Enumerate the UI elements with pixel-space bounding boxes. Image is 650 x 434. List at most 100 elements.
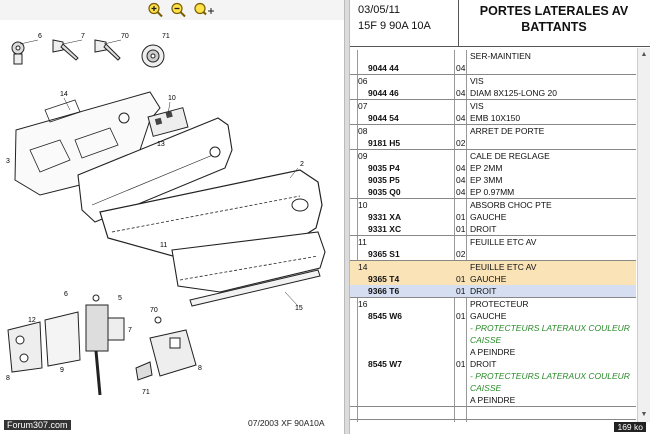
- header-date: 03/05/11: [358, 4, 401, 16]
- callout-71b: 71: [142, 389, 150, 396]
- callout-6b: 6: [64, 291, 68, 298]
- cell-part-number: 8545 W6: [368, 311, 403, 321]
- parts-row[interactable]: 14 FEUILLE ETC AV: [350, 260, 636, 273]
- parts-header: 03/05/11 15F 9 90A 10A PORTES LATERALES …: [350, 0, 650, 47]
- cell-part-number: 9365 T4: [368, 274, 400, 284]
- scroll-up-icon[interactable]: ▲: [640, 51, 648, 58]
- callout-15: 15: [295, 305, 303, 312]
- cell-part-number: 9035 P5: [368, 175, 400, 185]
- cell-description: SER-MAINTIEN: [470, 51, 531, 61]
- cell-description: DIAM 8X125-LONG 20: [470, 88, 557, 98]
- door-shell-front: [77, 117, 233, 223]
- cell-description: - PROTECTEURS LATERAUX COULEUR: [470, 323, 630, 333]
- zoom-in-button[interactable]: [147, 2, 164, 18]
- scroll-down-icon[interactable]: ▼: [640, 411, 648, 418]
- lower-door-skin: [171, 231, 326, 293]
- zoom-in-icon: [148, 2, 163, 18]
- cell-description: EP 0.97MM: [470, 187, 515, 197]
- cell-description: GAUCHE: [470, 274, 507, 284]
- callout-2: 2: [300, 161, 304, 168]
- site-label: Forum307.com: [4, 420, 71, 430]
- cell-description: GAUCHE: [470, 212, 507, 222]
- cell-quantity: 01: [456, 311, 466, 321]
- file-size-badge: 169 ko: [614, 422, 646, 432]
- cell-part-number: 8545 W7: [368, 359, 403, 369]
- cell-ref-number: 09: [358, 151, 368, 161]
- parts-scrollbar[interactable]: ▲ ▼: [637, 48, 650, 422]
- parts-row[interactable]: 9365 T4 01 GAUCHE: [350, 273, 636, 285]
- cell-ref-number: 06: [358, 76, 368, 86]
- parts-row[interactable]: 8545 W7 01 DROIT: [350, 358, 636, 370]
- callout-70b: 70: [150, 307, 158, 314]
- cell-description: CAISSE: [470, 335, 502, 345]
- cell-quantity: 01: [456, 224, 466, 234]
- cell-description: VIS: [470, 76, 484, 86]
- parts-row[interactable]: [350, 406, 636, 419]
- cell-description: CAISSE: [470, 383, 502, 393]
- cell-quantity: 04: [456, 163, 466, 173]
- panel-divider[interactable]: [344, 0, 350, 434]
- zoom-out-button[interactable]: [170, 2, 187, 18]
- cell-part-number: 9366 T6: [368, 286, 400, 296]
- header-code: 15F 9 90A 10A: [358, 20, 431, 32]
- column-divider: [466, 50, 467, 422]
- parts-row[interactable]: CAISSE: [350, 334, 636, 346]
- cell-quantity: 04: [456, 88, 466, 98]
- cell-ref-number: 14: [358, 262, 368, 272]
- exploded-parts-diagram[interactable]: 6 7 70 71: [0, 20, 344, 420]
- cell-description: ARRET DE PORTE: [470, 126, 545, 136]
- callout-11: 11: [160, 242, 167, 249]
- zoom-move-button[interactable]: [193, 2, 215, 18]
- parts-row[interactable]: 06 VIS: [350, 74, 636, 87]
- callout-6: 6: [38, 33, 42, 40]
- parts-row[interactable]: A PEINDRE: [350, 394, 636, 406]
- callout-10: 10: [168, 95, 176, 102]
- parts-row[interactable]: A PEINDRE: [350, 346, 636, 358]
- hinge-assembly: [7, 294, 125, 396]
- cell-description: FEUILLE ETC AV: [470, 262, 537, 272]
- cell-description: PROTECTEUR: [470, 299, 529, 309]
- cell-description: - PROTECTEURS LATERAUX COULEUR: [470, 371, 630, 381]
- callout-3: 3: [6, 158, 10, 165]
- parts-row[interactable]: - PROTECTEURS LATERAUX COULEUR: [350, 370, 636, 382]
- callout-71: 71: [162, 33, 170, 40]
- cell-description: DROIT: [470, 286, 497, 296]
- parts-row[interactable]: CAISSE: [350, 382, 636, 394]
- cell-part-number: 9035 P4: [368, 163, 400, 173]
- column-divider: [454, 50, 455, 422]
- callout-8b: 8: [198, 365, 202, 372]
- cell-quantity: 01: [456, 359, 466, 369]
- header-title-line2: BATTANTS: [521, 20, 587, 34]
- column-divider: [357, 50, 358, 422]
- cell-quantity: 04: [456, 63, 466, 73]
- parts-row[interactable]: 16 PROTECTEUR: [350, 297, 636, 310]
- fastener-71: [141, 44, 165, 68]
- cell-quantity: 04: [456, 113, 466, 123]
- parts-row[interactable]: - PROTECTEURS LATERAUX COULEUR: [350, 322, 636, 334]
- cell-ref-number: 16: [358, 299, 368, 309]
- parts-row[interactable]: 70VIS CBLX RDL: [350, 419, 636, 422]
- callout-5: 5: [118, 295, 122, 302]
- parts-row[interactable]: SER-MAINTIEN: [350, 50, 636, 62]
- cell-description: DROIT: [470, 359, 497, 369]
- cell-quantity: 01: [456, 274, 466, 284]
- cell-description: DROIT: [470, 224, 497, 234]
